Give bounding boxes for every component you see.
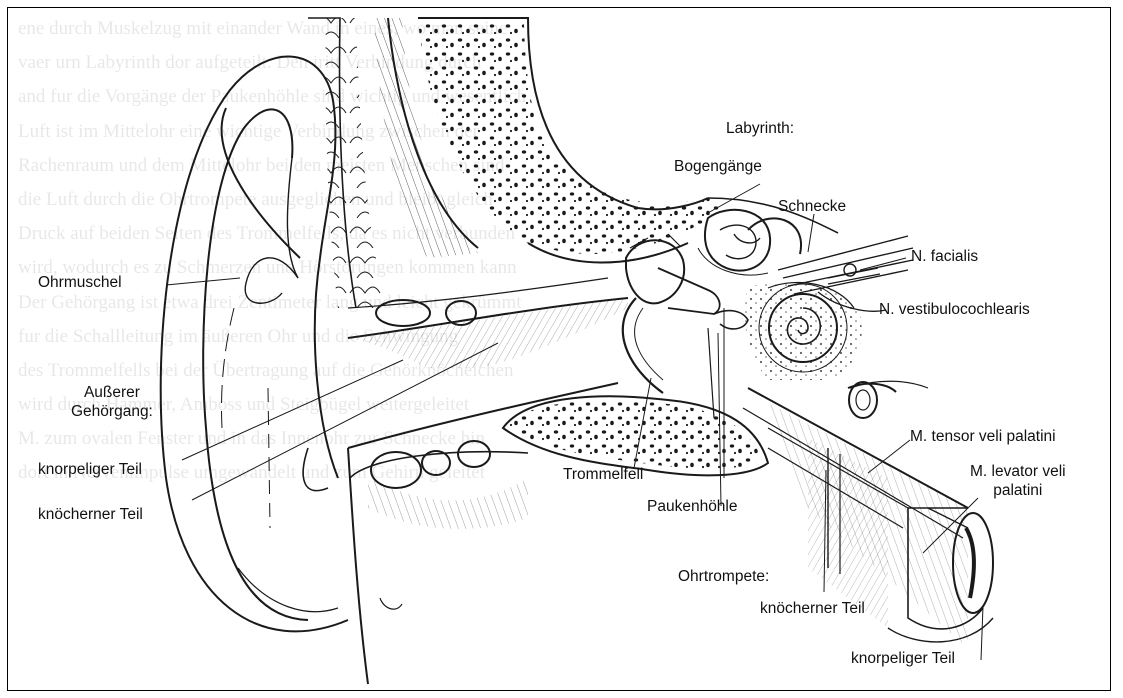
label-n-vestibulocochlearis: N. vestibulocochlearis xyxy=(879,301,1030,320)
label-m-tensor-veli-palatini: M. tensor veli palatini xyxy=(910,428,1056,447)
label-m-levator-veli-palatini: M. levator veli palatini xyxy=(970,463,1066,501)
label-m-levator-line2: palatini xyxy=(970,482,1066,501)
label-labyrinth: Labyrinth: xyxy=(726,120,794,139)
label-knorpeliger-teil-left: knorpeliger Teil xyxy=(38,461,142,480)
leader-knorpeliger-left xyxy=(182,360,403,460)
figure-frame: ene durch Muskelzug mit einander Wand in… xyxy=(7,7,1111,691)
lower-bone xyxy=(348,441,528,684)
ossicles xyxy=(626,234,748,329)
semicircular-canals xyxy=(698,210,801,275)
leader-n-facialis xyxy=(860,258,906,270)
carotid-canal xyxy=(848,382,896,418)
label-knorpeliger-teil-right: knorpeliger Teil xyxy=(851,650,955,669)
label-trommelfell: Trommelfell xyxy=(563,466,643,485)
label-ohrtrompete: Ohrtrompete: xyxy=(678,568,769,587)
label-bogengaenge: Bogengänge xyxy=(674,158,762,177)
ear-anatomy-illustration xyxy=(8,8,1111,691)
tympanic-membrane xyxy=(623,298,663,393)
leader-knorpeliger-right xyxy=(981,606,983,660)
auricle-outline xyxy=(161,57,348,632)
label-paukenhoehle: Paukenhöhle xyxy=(647,498,738,517)
label-m-levator-line1: M. levator veli xyxy=(970,463,1066,482)
label-ausserer-gehoergang: Außerer Gehörgang: xyxy=(71,384,153,422)
label-knoecherner-teil-right: knöcherner Teil xyxy=(760,600,865,619)
label-ausserer-line1: Außerer xyxy=(71,384,153,403)
label-ohrmuschel: Ohrmuschel xyxy=(38,274,122,293)
label-n-facialis: N. facialis xyxy=(911,248,978,267)
leader-ohrmuschel xyxy=(166,278,240,285)
label-knoecherner-teil-left: knöcherner Teil xyxy=(38,506,143,525)
petrous-mass xyxy=(503,396,768,475)
label-schnecke: Schnecke xyxy=(778,198,846,217)
label-ausserer-line2: Gehörgang: xyxy=(71,403,153,422)
